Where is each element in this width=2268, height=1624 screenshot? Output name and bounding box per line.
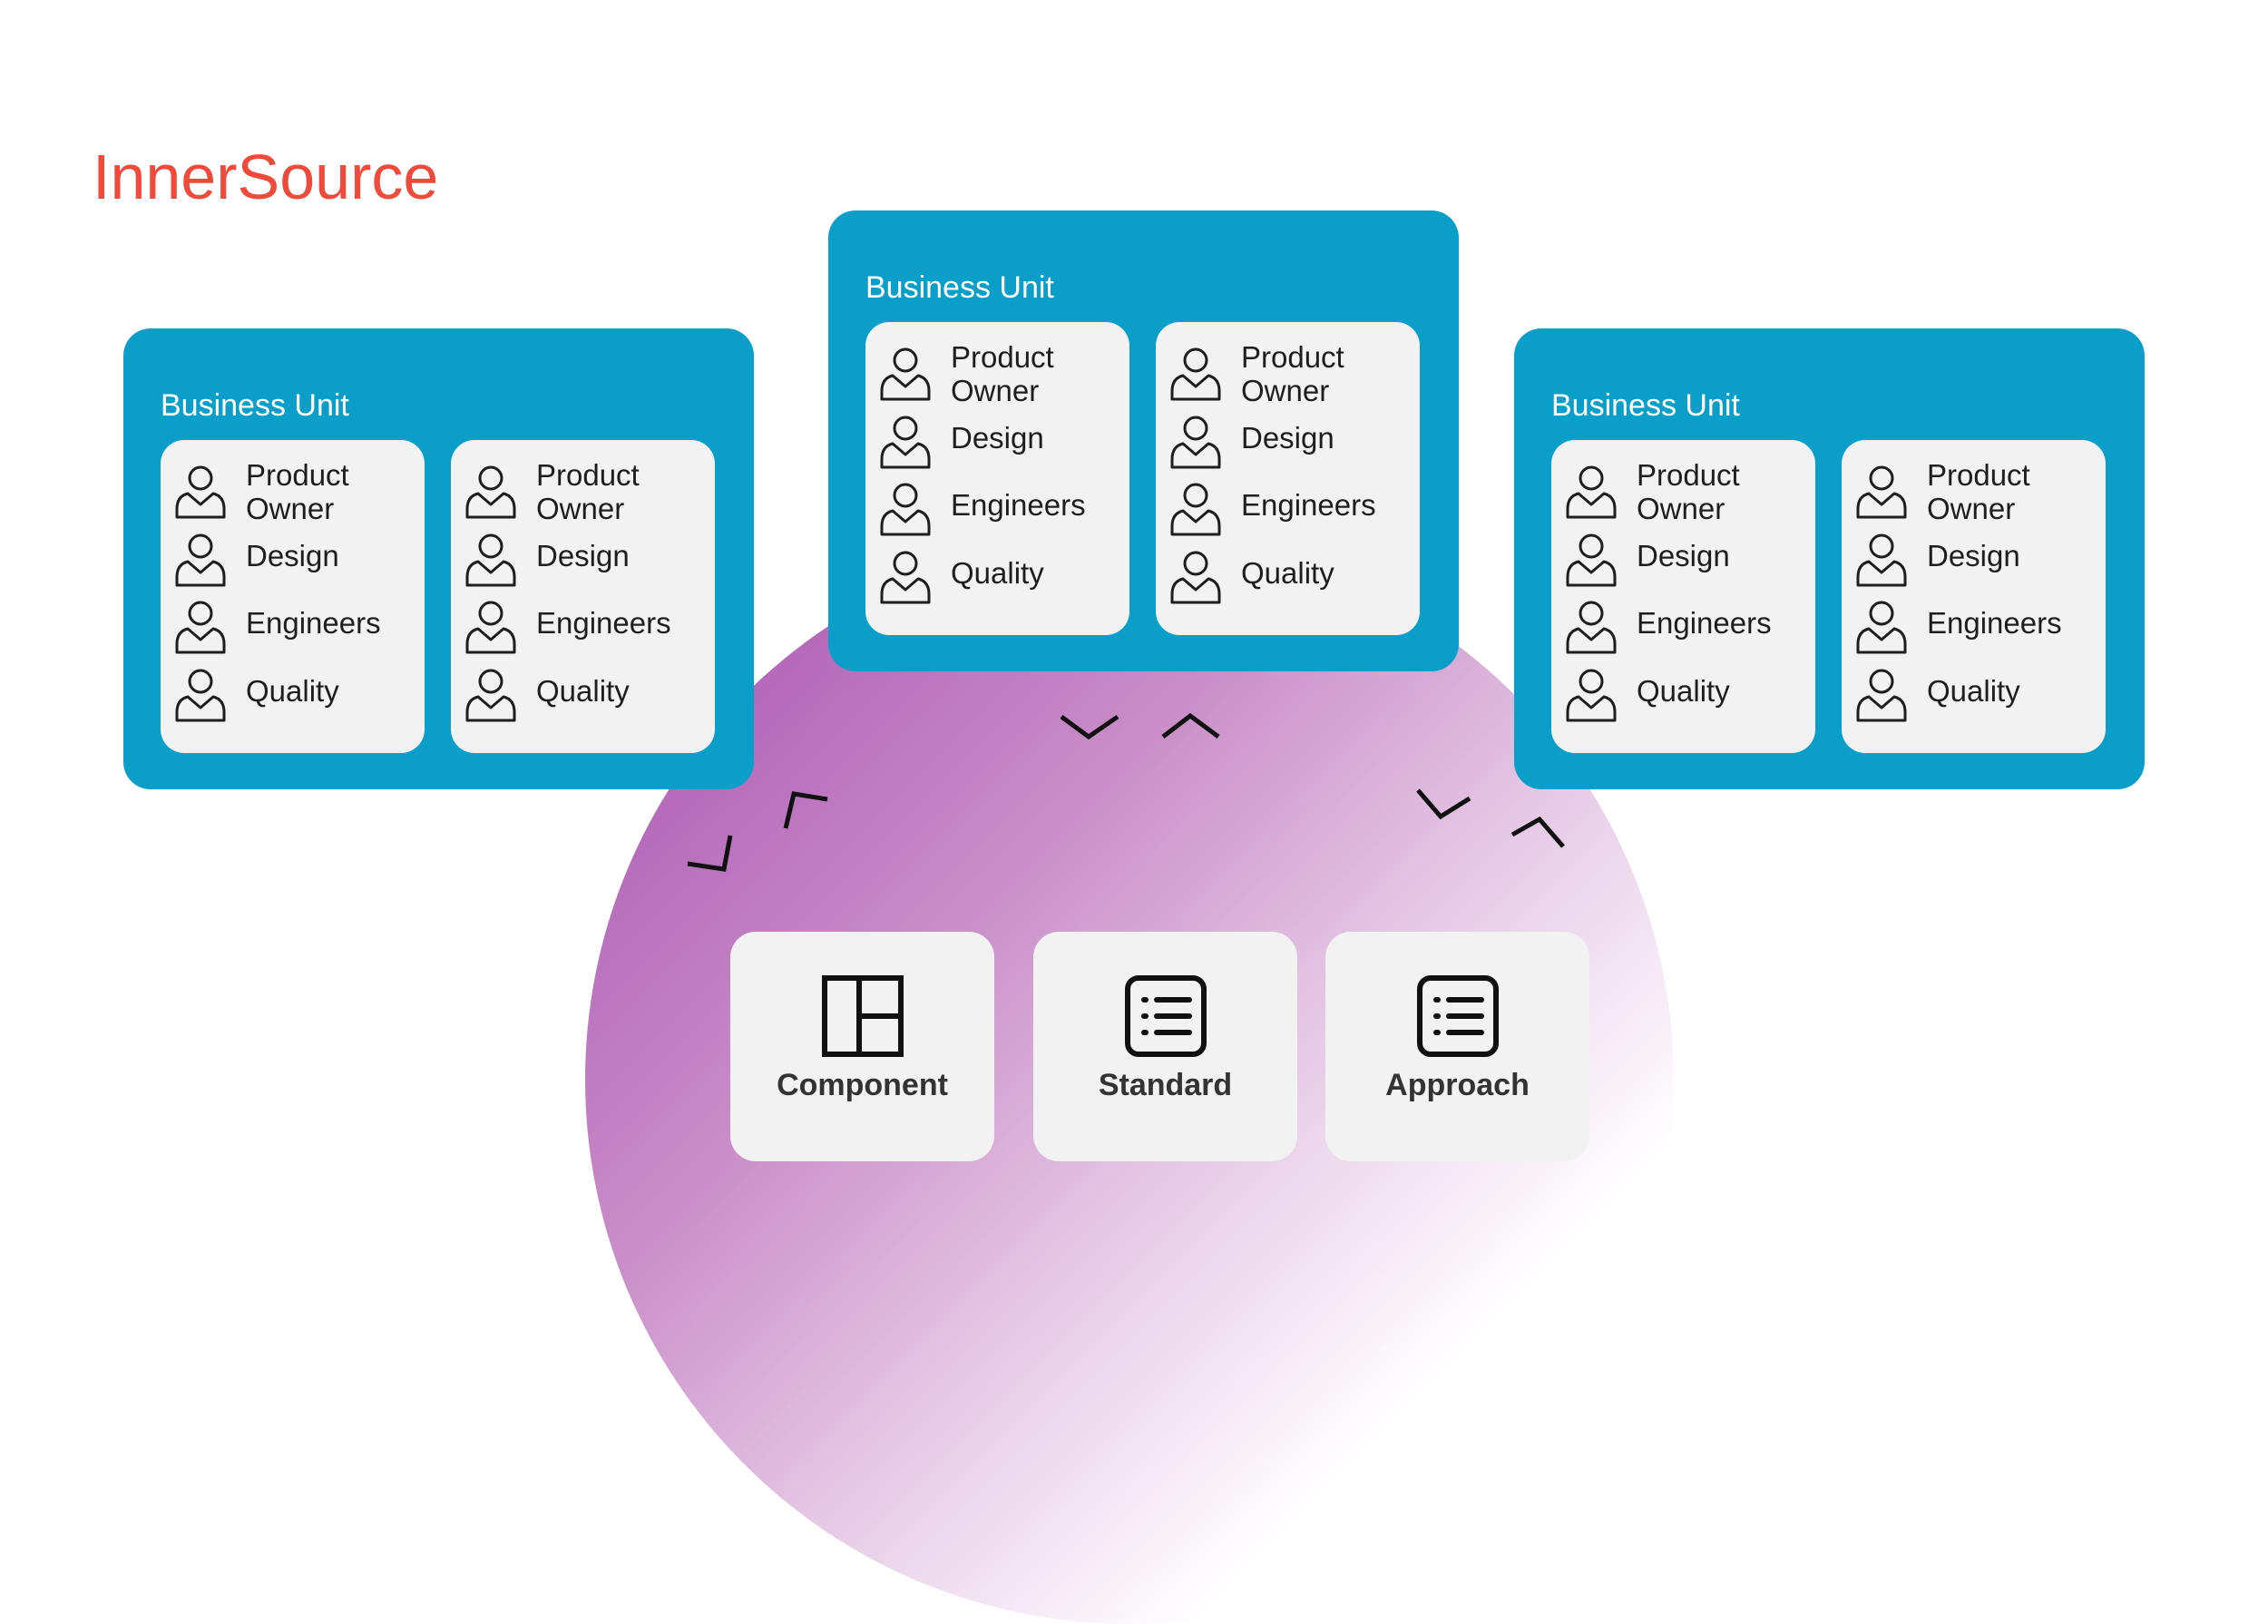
person-icon — [1856, 533, 1907, 587]
person-icon — [1856, 465, 1907, 519]
role-label: Quality — [246, 674, 339, 708]
asset-label: Component — [777, 1068, 948, 1102]
role-label: Engineers — [1927, 606, 2062, 640]
role-label: Quality — [951, 556, 1044, 590]
role-label: Engineers — [1637, 606, 1772, 640]
person-icon — [175, 465, 226, 519]
person-icon — [465, 601, 516, 654]
role-label: Product Owner — [1637, 458, 1740, 525]
role-label: Product Owner — [951, 340, 1054, 407]
person-icon — [880, 483, 931, 536]
asset-tile-approach: Approach — [1325, 932, 1589, 1161]
asset-label: Standard — [1098, 1068, 1233, 1102]
person-icon — [1170, 551, 1221, 604]
asset-label: Approach — [1385, 1068, 1530, 1102]
person-icon — [465, 465, 516, 519]
role-label: Engineers — [951, 488, 1086, 522]
layout-icon — [822, 975, 904, 1057]
role-label: Product Owner — [536, 458, 640, 525]
business-unit-label: Business Unit — [161, 388, 349, 423]
list-icon — [1125, 975, 1207, 1057]
person-icon — [1566, 601, 1617, 654]
page-title: InnerSource — [93, 142, 439, 212]
asset-tile-standard: Standard — [1033, 932, 1297, 1161]
person-icon — [880, 551, 931, 604]
role-label: Design — [1637, 539, 1730, 572]
role-label: Product Owner — [246, 458, 349, 525]
person-icon — [1566, 669, 1617, 722]
person-icon — [1566, 465, 1617, 519]
role-label: Design — [536, 539, 630, 572]
role-label: Design — [1241, 421, 1334, 455]
role-label: Design — [951, 421, 1044, 455]
role-label: Engineers — [246, 606, 381, 640]
person-icon — [1170, 416, 1221, 469]
role-label: Engineers — [1241, 488, 1376, 522]
role-label: Product Owner — [1927, 458, 2030, 525]
asset-tile-component: Component — [730, 932, 994, 1161]
role-label: Product Owner — [1241, 340, 1344, 407]
role-label: Quality — [1637, 674, 1730, 708]
role-label: Quality — [1927, 674, 2020, 708]
person-icon — [880, 347, 931, 401]
role-label: Design — [246, 539, 339, 572]
person-icon — [175, 533, 226, 587]
role-label: Design — [1927, 539, 2020, 572]
person-icon — [465, 669, 516, 722]
person-icon — [1856, 669, 1907, 722]
person-icon — [1170, 347, 1221, 401]
person-icon — [1856, 601, 1907, 654]
person-icon — [175, 601, 226, 654]
list-icon — [1417, 975, 1499, 1057]
person-icon — [1566, 533, 1617, 587]
role-label: Quality — [1241, 556, 1334, 590]
person-icon — [175, 669, 226, 722]
business-unit-label: Business Unit — [865, 270, 1054, 305]
business-unit-label: Business Unit — [1551, 388, 1740, 423]
role-label: Quality — [536, 674, 630, 708]
person-icon — [465, 533, 516, 587]
person-icon — [1170, 483, 1221, 536]
role-label: Engineers — [536, 606, 671, 640]
person-icon — [880, 416, 931, 469]
